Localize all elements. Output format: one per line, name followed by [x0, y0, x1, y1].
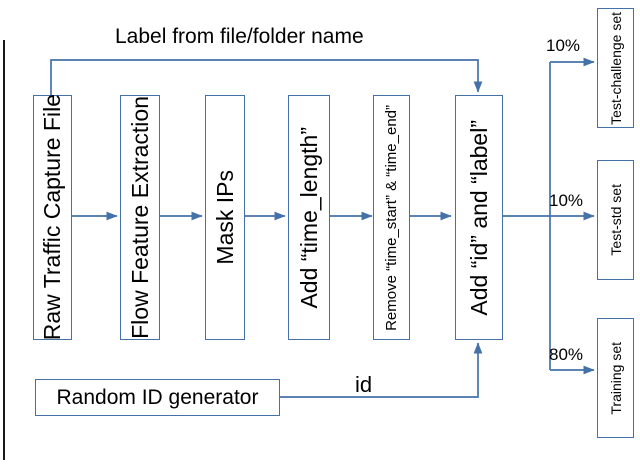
split-percent-test-std: 10% — [549, 191, 584, 210]
process-box-remove-time-start-end[interactable]: Remove “time_start” & “time_end” — [373, 95, 410, 340]
process-box-add-id-and-label[interactable]: Add “id” and “label” — [455, 95, 503, 340]
process-box-label: Raw Traffic Capture File — [39, 94, 65, 341]
output-box-label: Training set — [607, 341, 624, 415]
process-box-raw-traffic-capture-file[interactable]: Raw Traffic Capture File — [33, 94, 72, 341]
generator-edge-label: id — [355, 372, 373, 397]
process-box-label: Random ID generator — [56, 385, 259, 409]
output-box-label: Test-std set — [607, 184, 624, 256]
page-edge-rule — [3, 40, 5, 460]
split-percent-test-challenge: 10% — [546, 36, 581, 55]
feedback-edge-label: Label from file/folder name — [115, 25, 364, 48]
output-box-training-set[interactable]: Training set — [597, 318, 634, 438]
split-percent-training: 80% — [549, 345, 584, 364]
process-box-mask-ips[interactable]: Mask IPs — [205, 95, 245, 340]
process-box-label: Add “time_length” — [295, 126, 322, 309]
process-box-label: Add “id” and “label” — [465, 119, 492, 316]
process-box-random-id-generator[interactable]: Random ID generator — [35, 379, 280, 416]
output-box-label: Test-challenge set — [607, 11, 624, 125]
process-box-label: Flow Feature Extraction — [126, 96, 153, 339]
process-box-label: Remove “time_start” & “time_end” — [383, 104, 400, 331]
process-box-flow-feature-extraction[interactable]: Flow Feature Extraction — [120, 95, 160, 340]
output-box-test-challenge-set[interactable]: Test-challenge set — [597, 8, 634, 128]
output-box-test-std-set[interactable]: Test-std set — [597, 160, 634, 280]
process-box-add-time-length[interactable]: Add “time_length” — [288, 95, 330, 340]
process-box-label: Mask IPs — [211, 170, 238, 265]
